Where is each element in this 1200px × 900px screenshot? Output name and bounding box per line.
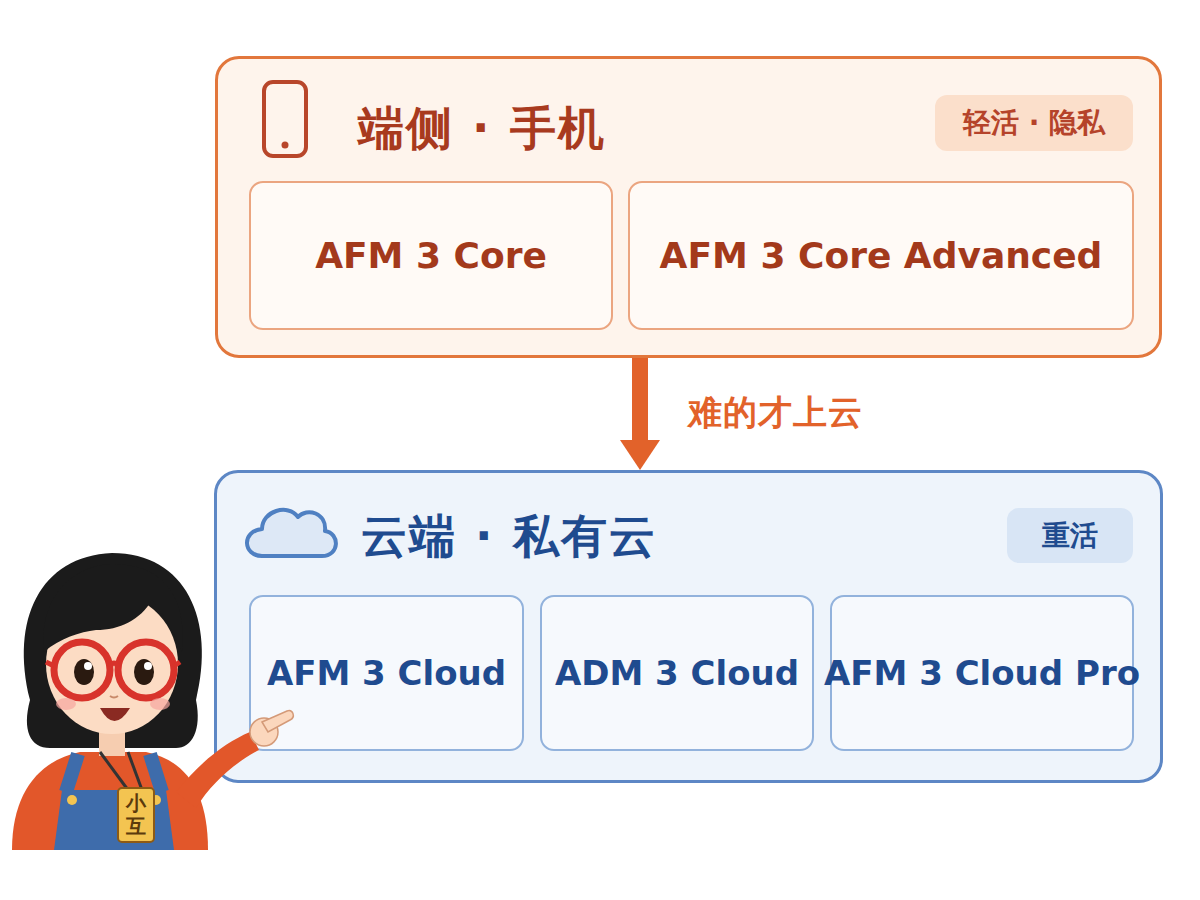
model-box: AFM 3 Core Advanced [628,181,1134,330]
node-label: 重活 [1042,519,1098,553]
node-label: AFM 3 Cloud Pro [824,653,1140,694]
cloud-group: 云端 · 私有云 重活 AFM 3 Cloud ADM 3 Cloud AFM 3 Cl… [214,470,1163,783]
node-label: AFM 3 Core [315,234,547,277]
group-title: 云端 · 私有云 [361,509,657,564]
node-label: 轻活 · 隐私 [963,106,1105,140]
model-box: AFM 3 Core [249,181,613,330]
edge-label: 难的才上云 [688,392,863,432]
name-badge-label: 小互 [118,792,154,838]
flow-arrow [632,358,648,440]
model-box: ADM 3 Cloud [540,595,814,751]
group-title: 端侧 · 手机 [358,101,606,156]
device-group: 端侧 · 手机 轻活 · 隐私 AFM 3 Core AFM 3 Core Advan… [215,56,1162,358]
node-label: ADM 3 Cloud [555,653,799,694]
node-label: AFM 3 Core Advanced [660,234,1103,277]
tag-badge: 轻活 · 隐私 [935,95,1133,151]
model-box: AFM 3 Cloud Pro [830,595,1134,751]
model-box: AFM 3 Cloud [249,595,524,751]
tag-badge: 重活 [1007,508,1133,563]
node-label: AFM 3 Cloud [267,653,506,694]
